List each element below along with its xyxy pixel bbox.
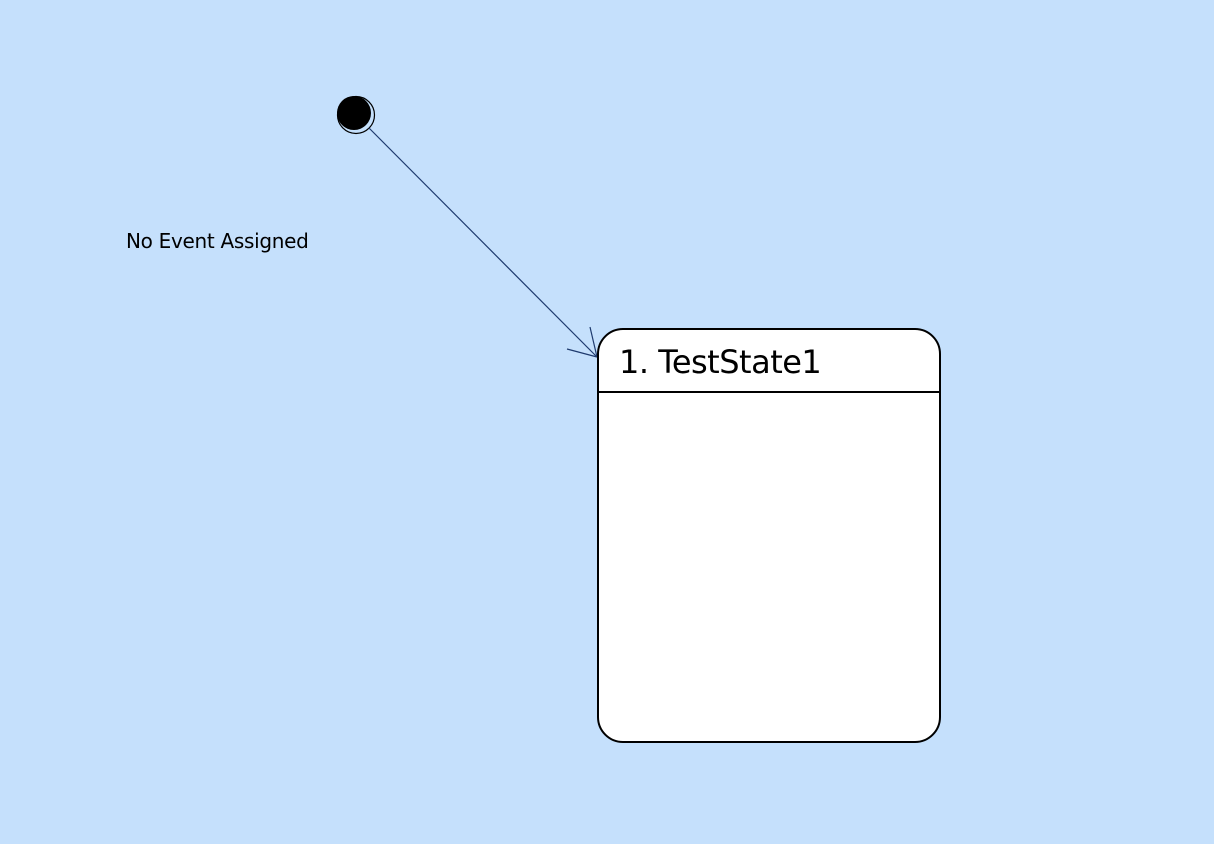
state-node[interactable]: 1. TestState1 bbox=[597, 328, 941, 743]
transition-label[interactable]: No Event Assigned bbox=[126, 229, 309, 253]
state-name[interactable]: 1. TestState1 bbox=[619, 343, 822, 381]
transition-arrow[interactable] bbox=[368, 127, 598, 358]
state-body bbox=[599, 393, 939, 741]
arrowhead-right bbox=[589, 326, 598, 358]
initial-state-node[interactable] bbox=[336, 95, 376, 135]
state-header: 1. TestState1 bbox=[599, 330, 939, 393]
diagram-canvas[interactable]: No Event Assigned 1. TestState1 bbox=[0, 0, 1214, 844]
transition-line bbox=[368, 127, 598, 358]
arrowhead-left bbox=[566, 348, 598, 358]
initial-state-dot bbox=[337, 96, 371, 130]
